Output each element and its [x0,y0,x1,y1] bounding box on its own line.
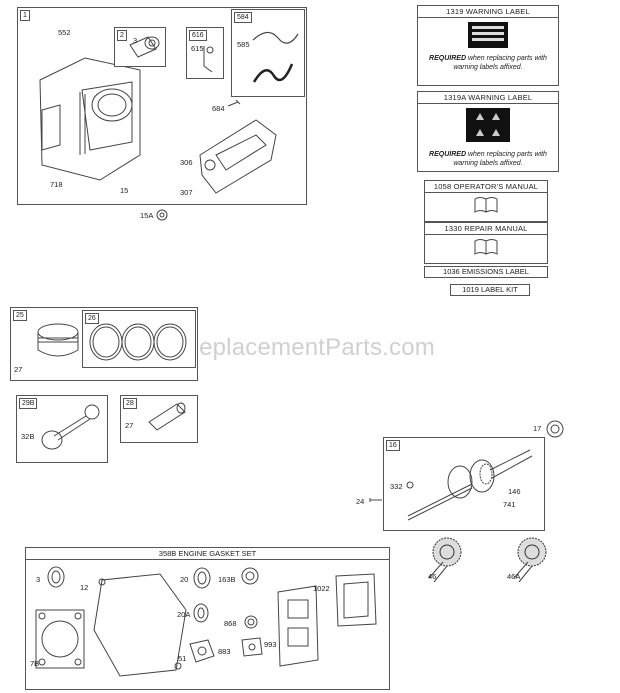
part-group-616[interactable]: 616 [186,27,224,79]
required-text: REQUIRED [429,55,466,62]
part-label: 27 [14,365,23,374]
head-gasket-drawing [35,609,85,669]
part-label: 46 [428,572,437,581]
operators-manual-panel[interactable]: 1058 OPERATOR'S MANUAL [424,180,548,222]
oil-seal-drawing [546,420,564,438]
part-label: 868 [224,619,237,628]
camshaft-gear-a-drawing [513,537,547,583]
gasket-868-drawing [244,615,258,629]
watermark: eReplacementParts.com [168,334,435,361]
breather-gasket-drawing [335,573,377,627]
piston-rings-drawing [89,323,187,361]
part-label: 24 [356,497,365,506]
part-label: 163B [218,575,236,584]
part-tag: 2 [117,30,127,41]
part-label: 615 [191,44,204,53]
part-tag: 1 [20,10,30,21]
part-label: 27 [125,421,134,430]
repair-manual-panel[interactable]: 1330 REPAIR MANUAL [424,222,548,264]
warning-label-a-icon [466,108,510,142]
part-label: 1022 [313,584,330,593]
wrist-pin-drawing [148,402,186,431]
part-tag: 28 [123,398,137,409]
part-label: 684 [212,104,225,113]
panel-title: 1058 OPERATOR'S MANUAL [425,181,547,193]
part-label: 552 [58,28,71,37]
gasket-163B-drawing [241,567,259,585]
book-icon [474,197,498,213]
part-group-584[interactable]: 584 [231,9,305,97]
part-label: 46A [507,572,521,581]
book-icon [474,239,498,255]
panel-note: REQUIRED when replacing parts with warni… [418,149,558,169]
part-label: 332 [390,482,403,491]
part-label: 12 [80,583,89,592]
washer-drawing [156,209,168,221]
cylinder-block-drawing [39,57,141,181]
part-label: 17 [533,424,542,433]
panel-note: REQUIRED when replacing parts with warni… [418,53,558,73]
emissions-label[interactable]: 1036 EMISSIONS LABEL [424,266,548,278]
note-text: when replacing parts with warning labels… [453,55,547,71]
part-label: 15 [120,186,129,195]
screw-drawing [227,99,241,107]
part-label: 7B [30,659,40,668]
piston-drawing [37,323,79,357]
camshaft-gear-drawing [428,537,462,583]
sleeve-drawing [129,36,160,58]
warning-label-panel[interactable]: 1319 WARNING LABEL REQUIRED when replaci… [417,5,559,86]
part-label: 306 [180,158,193,167]
crankcase-gasket-drawing [93,573,187,677]
gasket-set-group[interactable]: 358B ENGINE GASKET SET [25,547,390,690]
hose-drawing [252,31,299,83]
part-label: 718 [50,180,63,189]
part-label: 146 [508,487,521,496]
part-label: 51 [178,654,187,663]
panel-title: 1319A WARNING LABEL [418,92,558,104]
part-group-29B[interactable]: 29B [16,395,108,463]
part-label: 883 [218,647,231,656]
crankshaft-drawing [407,449,533,521]
valve-cover-gasket-drawing [277,585,319,667]
part-tag: 29B [19,398,38,409]
part-group-28[interactable]: 28 [120,395,198,443]
warning-label-a-panel[interactable]: 1319A WARNING LABEL REQUIRED when replac… [417,91,559,172]
seal-drawing [47,566,65,588]
gasket-set-title: 358B ENGINE GASKET SET [26,548,389,560]
pin-drawing [369,498,382,502]
breather-drawing [203,46,214,73]
key-drawing [406,481,414,489]
label-kit[interactable]: 1019 LABEL KIT [450,284,530,296]
connecting-rod-drawing [41,404,100,450]
panel-title: 1330 REPAIR MANUAL [425,223,547,235]
oil-seal-20-drawing [193,567,211,589]
oil-seal-20A-drawing [193,603,209,623]
part-label: 307 [180,188,193,197]
part-tag: 25 [13,310,27,321]
gasket-51-drawing [189,639,215,663]
part-label: 993 [264,640,277,649]
part-label: 32B [21,432,35,441]
part-tag: 584 [234,12,252,23]
shroud-drawing [199,119,277,194]
part-label: 20 [180,575,189,584]
part-label: 3 [36,575,41,584]
gasket-883-drawing [241,637,263,657]
warning-label-icon [468,22,508,48]
panel-title: 1319 WARNING LABEL [418,6,558,18]
part-label: 741 [503,500,516,509]
part-label: 15A [140,211,154,220]
part-label: 20A [177,610,191,619]
part-tag: 26 [85,313,99,324]
part-tag: 616 [189,30,207,41]
part-label: 3 [133,36,138,45]
required-text: REQUIRED [429,151,466,158]
note-text: when replacing parts with warning labels… [453,151,547,167]
part-label: 585 [237,40,250,49]
part-tag: 16 [386,440,400,451]
